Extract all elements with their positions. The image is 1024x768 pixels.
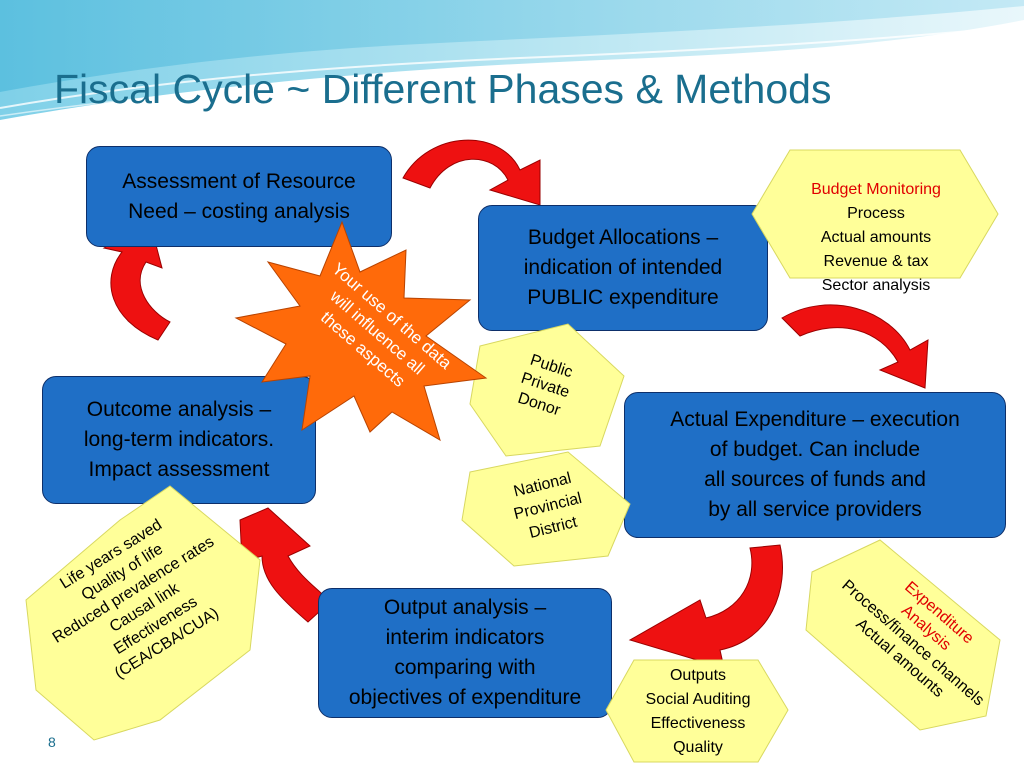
budget-monitoring-heading: Budget Monitoring	[811, 181, 941, 198]
arrow-top	[402, 139, 541, 206]
budget-monitoring-lines: Process Actual amounts Revenue & tax Sec…	[820, 205, 932, 294]
arrow-right-top	[781, 304, 929, 389]
phase-outcome-analysis: Outcome analysis – long-term indicators.…	[42, 376, 316, 504]
phase-budget-allocations: Budget Allocations – indication of inten…	[478, 205, 768, 331]
hexagon-outputs	[605, 659, 789, 763]
page-number: 8	[48, 734, 56, 750]
hexagon-funding-sources	[469, 323, 625, 457]
budget-monitoring-text: Budget Monitoring Process Actual amounts…	[778, 154, 974, 322]
hexagon-government-levels	[461, 451, 631, 567]
phase-actual-expenditure: Actual Expenditure – execution of budget…	[624, 392, 1006, 538]
phase-assessment: Assessment of Resource Need – costing an…	[86, 146, 392, 247]
hexagon-budget-monitoring	[751, 149, 999, 279]
slide-title: Fiscal Cycle ~ Different Phases & Method…	[54, 66, 832, 112]
outputs-text: Outputs Social Auditing Effectiveness Qu…	[645, 667, 751, 756]
arrow-right-bottom	[628, 544, 783, 669]
phase-output-analysis: Output analysis – interim indicators com…	[318, 588, 612, 718]
hexagon-expenditure-analysis	[805, 539, 1001, 731]
hexagon-outcomes	[25, 485, 261, 741]
